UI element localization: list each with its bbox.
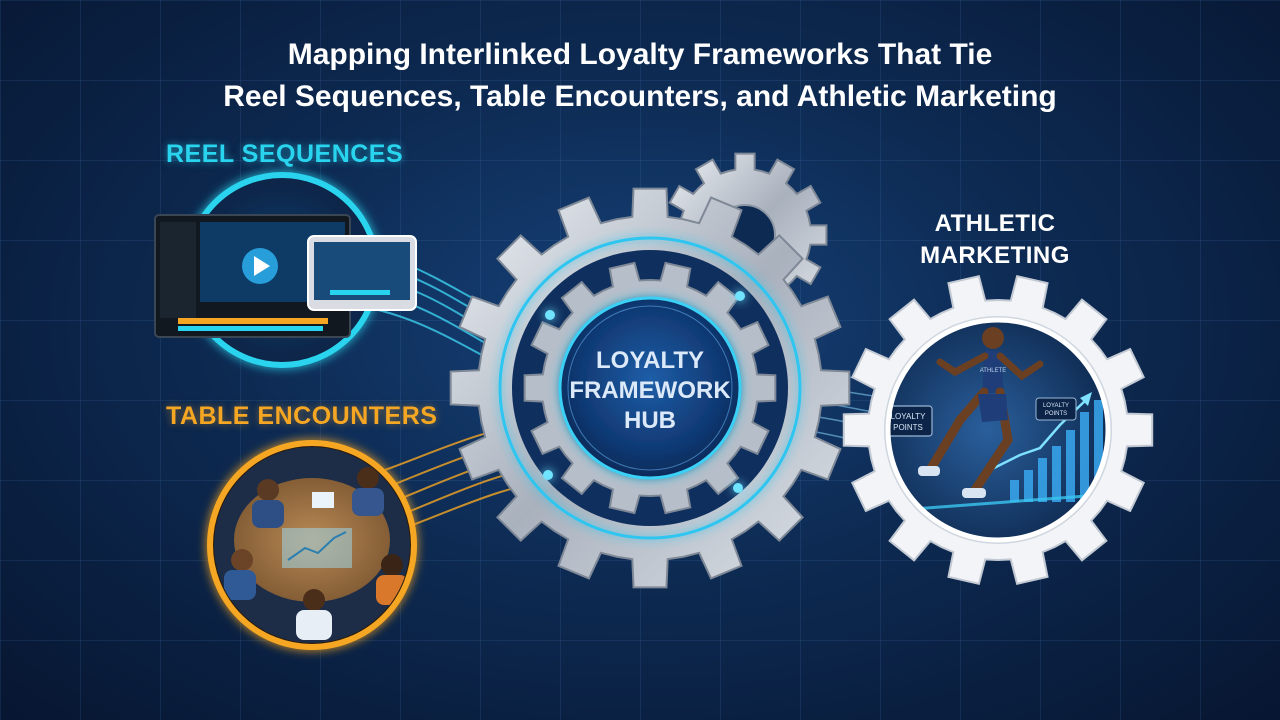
athletic-marketing-node: LOYALTY POINTS LOYALTY POINTS ATHLETE <box>884 316 1112 544</box>
page-title: Mapping Interlinked Loyalty Frameworks T… <box>0 34 1280 118</box>
hub-label-line1: LOYALTY <box>596 347 704 374</box>
loyalty-points-badge-left <box>888 405 933 437</box>
shirt-text: ATHLETE <box>980 368 1007 374</box>
hub-center <box>498 236 802 540</box>
athletic-label-line2: MARKETING <box>920 242 1070 269</box>
table-encounters-node <box>207 440 417 650</box>
badge-right-line1: LOYALTY <box>1043 403 1069 409</box>
badge-right-line2: POINTS <box>1045 411 1067 417</box>
table-encounters-label: TABLE ENCOUNTERS <box>166 402 438 430</box>
hub-label-line2: FRAMEWORK <box>569 377 731 404</box>
tablet-device <box>307 235 417 311</box>
growth-bar-chart <box>1010 400 1103 502</box>
play-icon <box>254 256 270 276</box>
badge-left-line1: LOYALTY <box>891 412 926 421</box>
athletic-marketing-label: ATHLETIC MARKETING <box>900 208 1090 272</box>
loyalty-points-badge-right <box>1035 397 1077 421</box>
title-line-1: Mapping Interlinked Loyalty Frameworks T… <box>287 38 993 71</box>
athletic-label-line1: ATHLETIC <box>934 210 1056 237</box>
reel-sequences-node <box>154 172 417 368</box>
badge-left-line2: POINTS <box>893 423 923 432</box>
meeting-people <box>224 467 408 640</box>
title-line-2: Reel Sequences, Table Encounters, and At… <box>223 80 1057 113</box>
arrow-up-icon <box>1080 392 1092 406</box>
hub-nodes <box>543 291 745 493</box>
reel-sequences-label: REEL SEQUENCES <box>166 140 404 168</box>
hub-label: LOYALTY FRAMEWORK HUB <box>569 347 731 434</box>
hub-label-line3: HUB <box>624 407 676 434</box>
runner-figure <box>918 327 1044 498</box>
